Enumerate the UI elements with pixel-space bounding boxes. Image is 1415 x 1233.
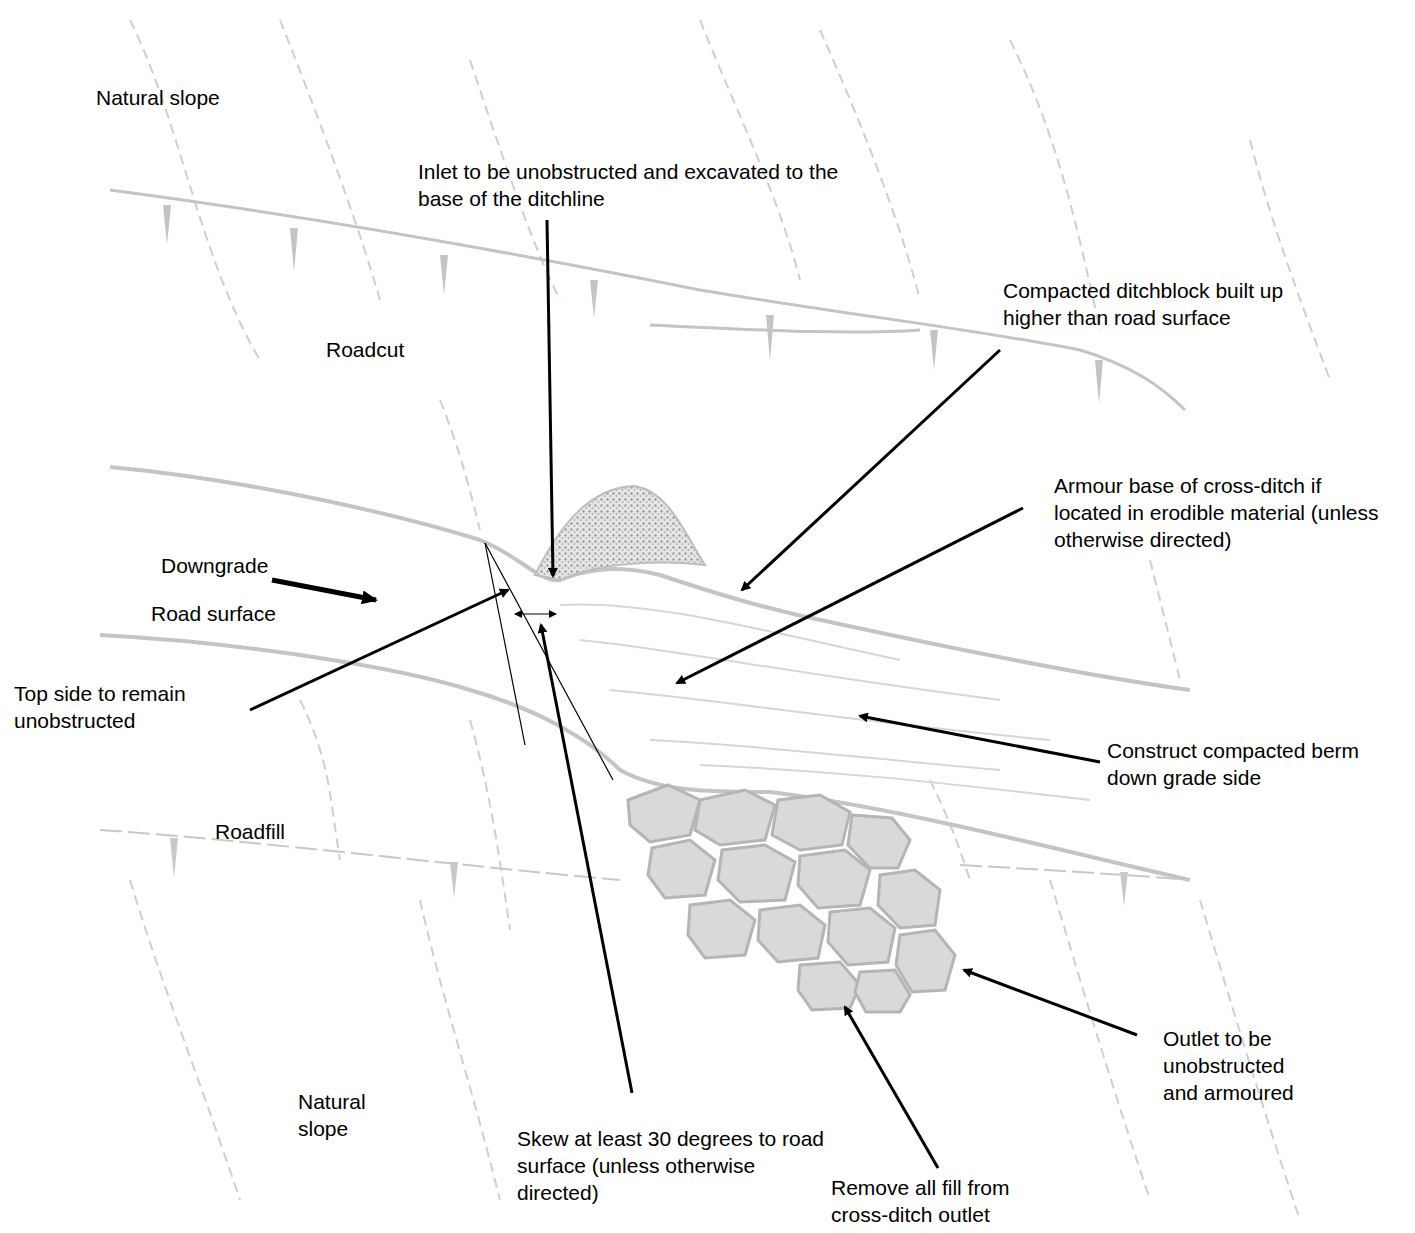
callout-label: Road surface xyxy=(151,600,276,627)
callout-label: Downgrade xyxy=(161,552,268,579)
callout-label: Top side to remain unobstructed xyxy=(14,680,254,734)
callout-label: Roadfill xyxy=(215,818,285,845)
callout-label: Roadcut xyxy=(326,336,404,363)
callout-label: Natural slope xyxy=(298,1088,398,1142)
callout-label: Remove all fill from cross-ditch outlet xyxy=(831,1174,1066,1228)
callout-label: Outlet to be unobstructed and armoured xyxy=(1163,1025,1308,1106)
callout-label: Construct compacted berm down grade side xyxy=(1107,737,1382,791)
callout-label: Armour base of cross-ditch if located in… xyxy=(1054,472,1384,553)
callout-label: Inlet to be unobstructed and excavated t… xyxy=(418,158,868,212)
callout-label: Skew at least 30 degrees to road surface… xyxy=(517,1125,827,1206)
callout-label: Compacted ditchblock built up higher tha… xyxy=(1003,277,1343,331)
callout-label: Natural slope xyxy=(96,84,220,111)
